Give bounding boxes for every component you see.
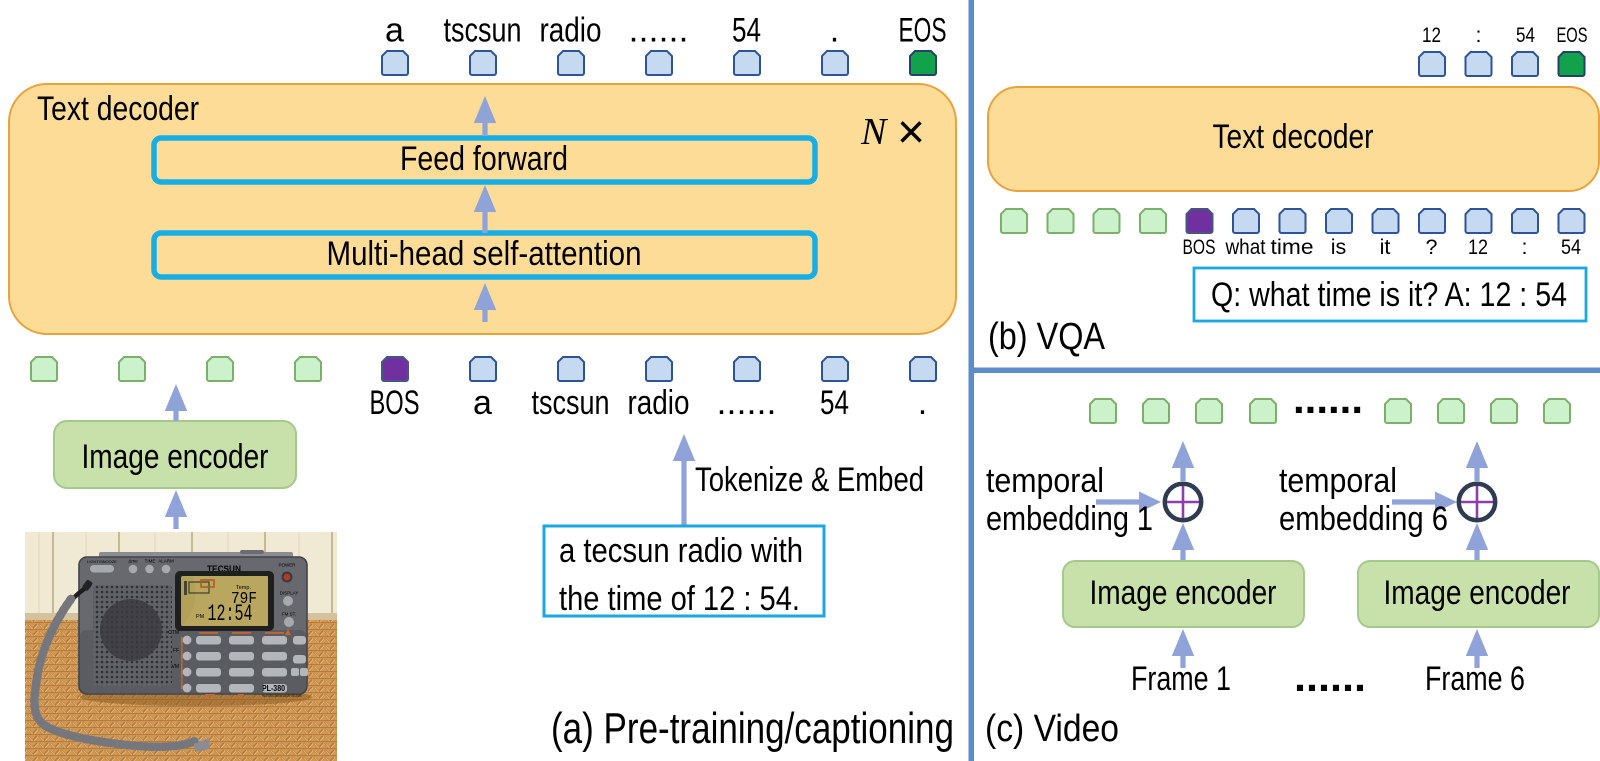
svg-text:(b) VQA: (b) VQA <box>988 316 1106 358</box>
svg-text:VM: VM <box>172 664 180 670</box>
svg-text:a tecsun radio with: a tecsun radio with <box>559 532 803 570</box>
svg-text:DISPLAY: DISPLAY <box>280 591 299 596</box>
svg-text:embedding 6: embedding 6 <box>1279 500 1448 538</box>
svg-text:Q: what time is it? A: 12 : 54: Q: what time is it? A: 12 : 54 <box>1211 276 1567 314</box>
svg-text:54: 54 <box>732 12 761 50</box>
svg-text:12:54: 12:54 <box>208 601 253 627</box>
svg-text:×: × <box>897 106 925 159</box>
svg-text:54: 54 <box>820 384 849 422</box>
svg-text:Text decoder: Text decoder <box>1213 118 1374 156</box>
svg-text:what: what <box>1225 235 1266 259</box>
svg-text:Text decoder: Text decoder <box>37 90 199 128</box>
svg-text:time: time <box>1271 235 1314 259</box>
svg-text:N: N <box>860 111 889 153</box>
svg-text:(a) Pre-training/captioning: (a) Pre-training/captioning <box>551 704 954 753</box>
svg-text:Temp.: Temp. <box>236 585 251 591</box>
svg-text:Frame 1: Frame 1 <box>1131 660 1231 698</box>
svg-text:tscsun: tscsun <box>532 384 610 422</box>
svg-text:......: ...... <box>1294 653 1366 700</box>
svg-text:tscsun: tscsun <box>444 12 522 50</box>
svg-text:12: 12 <box>1468 235 1488 259</box>
svg-text:?: ? <box>1426 235 1438 259</box>
svg-text:......: ...... <box>717 384 777 422</box>
svg-text:Image encoder: Image encoder <box>82 438 269 476</box>
svg-text:......: ...... <box>629 12 689 50</box>
svg-text:Tokenize & Embed: Tokenize & Embed <box>695 461 924 499</box>
svg-text:FM ST.: FM ST. <box>282 612 296 617</box>
svg-text:79F: 79F <box>231 590 257 609</box>
svg-text:ALARM: ALARM <box>158 559 174 564</box>
svg-text:54: 54 <box>1561 235 1581 259</box>
svg-text:FM STEREO/SW/MW/LW DSP RECEIVE: FM STEREO/SW/MW/LW DSP RECEIVER <box>262 694 302 698</box>
svg-text:Image encoder: Image encoder <box>1090 574 1277 612</box>
svg-text:LIGHT/SNOOZE: LIGHT/SNOOZE <box>87 559 117 564</box>
svg-text:......: ...... <box>1293 375 1363 422</box>
svg-text::: : <box>1476 23 1482 47</box>
svg-text:Frame 6: Frame 6 <box>1425 660 1525 698</box>
svg-text:a: a <box>473 384 492 422</box>
svg-text:Δme: Δme <box>128 559 138 564</box>
svg-text:radio: radio <box>540 12 602 50</box>
svg-text:is: is <box>1331 235 1347 259</box>
svg-text:POWER: POWER <box>278 563 296 568</box>
svg-text:12: 12 <box>1422 23 1441 47</box>
svg-text:TECSUN: TECSUN <box>207 564 241 575</box>
svg-text:EOS: EOS <box>899 12 947 50</box>
svg-text:radio: radio <box>628 384 690 422</box>
svg-text:Feed forward: Feed forward <box>400 140 568 178</box>
svg-text:(c) Video: (c) Video <box>985 708 1119 750</box>
svg-text:Multi-head self-attention: Multi-head self-attention <box>327 235 642 273</box>
svg-text:FF: FF <box>173 648 179 654</box>
svg-text:54: 54 <box>1516 23 1535 47</box>
svg-text:PM: PM <box>196 614 205 620</box>
svg-text:temporal: temporal <box>1279 462 1397 500</box>
svg-text:BOS: BOS <box>1183 235 1216 259</box>
svg-text:a: a <box>385 12 404 50</box>
svg-text:CTM: CTM <box>168 630 179 636</box>
svg-text:it: it <box>1380 235 1391 259</box>
svg-text:PL-380: PL-380 <box>262 684 285 693</box>
svg-text:embedding 1: embedding 1 <box>986 500 1153 538</box>
svg-text:temporal: temporal <box>986 462 1104 500</box>
svg-text:.: . <box>918 384 927 422</box>
svg-text:the time of 12 : 54.: the time of 12 : 54. <box>559 580 800 618</box>
svg-text:EOS: EOS <box>1557 23 1588 47</box>
svg-text:BOS: BOS <box>370 384 420 422</box>
svg-text::: : <box>1522 235 1528 259</box>
svg-text:.: . <box>830 12 839 50</box>
svg-text:Image encoder: Image encoder <box>1384 574 1571 612</box>
svg-text:TIME: TIME <box>145 559 156 564</box>
